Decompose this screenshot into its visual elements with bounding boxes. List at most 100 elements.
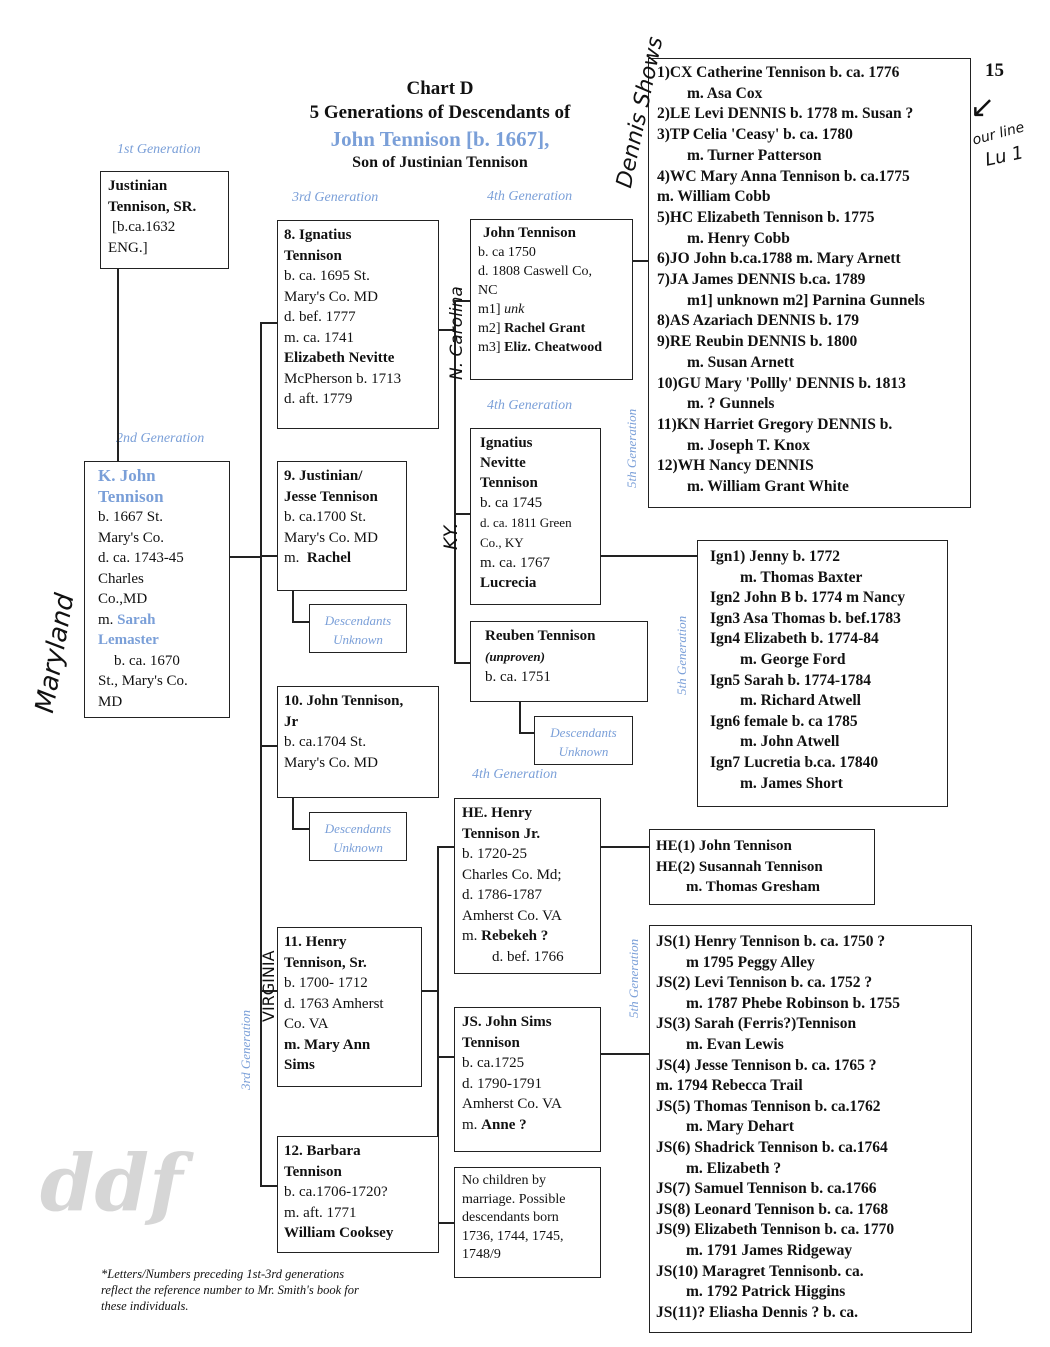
gen5-line: m. Joseph T. Knox xyxy=(687,436,811,454)
generation-label-1: 1st Generation xyxy=(117,142,201,157)
handwritten-arrow-icon: ↙ xyxy=(970,90,996,125)
gen4-line: m2] Rachel Grant xyxy=(478,321,586,336)
gen2-line: b. 1667 St. xyxy=(98,509,164,525)
gen3-line: b. ca.1704 St. xyxy=(284,734,367,750)
gen5-line: m. 1791 James Ridgeway xyxy=(686,1241,853,1259)
connector-reuben-unk xyxy=(519,701,521,732)
gen5-line: m. George Ford xyxy=(740,650,846,668)
gen5-line: 5)HC Elizabeth Tennison b. 1775 xyxy=(657,208,875,226)
gen5-line: m1] unknown m2] Parnina Gunnels xyxy=(687,291,925,309)
gen4-line: m3] Eliz. Cheatwood xyxy=(478,340,603,355)
watermark-ddf: ddf xyxy=(40,1138,183,1229)
gen5-henry-jr-children-box: HE(1) John Tennison HE(2) Susannah Tenni… xyxy=(649,829,875,905)
gen4-line: marriage. Possible xyxy=(462,1191,566,1207)
gen2-line: MD xyxy=(98,693,123,710)
gen5-line: m. James Short xyxy=(740,774,843,792)
gen5-line: m. Henry Cobb xyxy=(687,229,790,247)
gen5-line: 3)TP Celia 'Ceasy' b. ca. 1780 xyxy=(657,126,853,144)
descendants-unknown-reuben: Descendants Unknown xyxy=(534,716,633,765)
gen5-line: m. 1787 Phebe Robinson b. 1755 xyxy=(686,994,901,1012)
gen4-line: NC xyxy=(478,283,498,298)
connector-ign-ignatius xyxy=(454,513,470,515)
gen3-line: Tennison xyxy=(284,247,342,264)
descendants-unknown-9: Descendants Unknown xyxy=(309,604,407,653)
gen5-line: Ign3 Asa Thomas b. bef.1783 xyxy=(710,609,901,627)
gen3-line: b. ca.1706-1720? xyxy=(284,1184,388,1200)
connector-just-unk-h xyxy=(292,621,309,623)
gen2-line: St., Mary's Co. xyxy=(98,673,188,689)
gen4-john-sims-box: JS. John Sims Tennison b. ca.1725 d. 179… xyxy=(454,1007,601,1152)
connector-ign-john xyxy=(454,300,470,302)
gen3-line: Co. VA xyxy=(284,1016,329,1032)
connector-gen3-trunk xyxy=(260,322,262,1186)
connector-he-children xyxy=(601,846,649,848)
gen5-line: m. Thomas Gresham xyxy=(686,879,821,895)
gen5-line: 10)GU Mary 'Pollly' DENNIS b. 1813 xyxy=(657,374,906,392)
gen3-justinian-box: 9. Justinian/ Jesse Tennison b. ca.1700 … xyxy=(277,461,407,591)
connector-js-children xyxy=(601,1053,649,1055)
handwritten-virginia: VIRGINIA xyxy=(259,950,278,1022)
generation-label-5-c: 5th Generation xyxy=(626,938,641,1018)
gen2-m: m. xyxy=(98,611,114,628)
gen2-spouse: Lemaster xyxy=(98,632,159,648)
gen1-line: ENG.] xyxy=(108,239,148,256)
gen3-line: Jr xyxy=(284,713,299,730)
gen4-line: JS. John Sims xyxy=(462,1014,552,1030)
gen5-line: m. Evan Lewis xyxy=(686,1035,784,1053)
gen3-m: m. xyxy=(284,550,300,566)
gen4-line: (unproven) xyxy=(485,648,545,664)
gen4-line: Tennison Jr. xyxy=(462,825,541,842)
gen5-line: m. Asa Cox xyxy=(687,84,763,102)
gen5-line: m 1795 Peggy Alley xyxy=(686,953,815,971)
gen3-line: b. 1700- 1712 xyxy=(284,975,368,991)
gen4-line: Tennison xyxy=(462,1034,520,1051)
connector-ign-vertical xyxy=(454,300,456,663)
gen3-line: Mary's Co. MD xyxy=(284,288,378,305)
connector-ign-out xyxy=(438,329,455,331)
gen4-line: Ignatius xyxy=(480,435,533,451)
connector-ignatius-ign xyxy=(601,555,697,557)
generation-label-4-b: 4th Generation xyxy=(487,398,573,413)
gen3-line: Jesse Tennison xyxy=(284,488,378,505)
connector-just-unk xyxy=(292,590,294,621)
gen2-line: Charles xyxy=(98,570,144,587)
gen3-line: Mary's Co. MD xyxy=(284,529,378,546)
connector-gen3-11 xyxy=(260,990,277,992)
gen4-line: Amherst Co. VA xyxy=(462,1096,562,1112)
gen4-line: m. ca. 1767 xyxy=(480,555,550,571)
gen5-line: JS(6) Shadrick Tennison b. ca.1764 xyxy=(656,1138,888,1156)
connector-john-dennis xyxy=(633,260,648,262)
gen2-spouse: Sarah xyxy=(117,611,156,628)
gen4-line: Reuben Tennison xyxy=(485,628,596,644)
gen5-ignatius-children-box: Ign1) Jenny b. 1772 m. Thomas Baxter Ign… xyxy=(697,540,948,807)
gen2-line: Co.,MD xyxy=(98,591,148,607)
gen5-line: Ign2 John B b. 1774 m Nancy xyxy=(710,589,906,607)
gen3-line: 9. Justinian/ xyxy=(284,468,363,484)
handwritten-ky: KY. xyxy=(440,522,462,550)
gen5-line: 4)WC Mary Anna Tennison b. ca.1775 xyxy=(657,167,910,185)
gen3-line: Tennison xyxy=(284,1163,342,1180)
gen5-line: 8)AS Azariach DENNIS b. 179 xyxy=(657,312,859,330)
gen4-reuben-box: Reuben Tennison (unproven) b. ca. 1751 xyxy=(470,621,648,702)
connector-henry-nochild xyxy=(437,1222,454,1224)
gen4-line: d. ca. 1811 Green xyxy=(480,515,572,530)
gen1-line: Justinian xyxy=(108,178,168,194)
gen4-line: 1736, 1744, 1745, xyxy=(462,1228,564,1244)
gen2-line: d. ca. 1743-45 xyxy=(98,550,184,566)
gen4-line: HE. Henry xyxy=(462,805,532,821)
gen3-line: m. Mary Ann xyxy=(284,1036,371,1053)
gen4-no-children-box: No children by marriage. Possible descen… xyxy=(454,1167,601,1278)
gen4-line: b. ca 1745 xyxy=(480,495,543,511)
connector-john-unk xyxy=(292,797,294,828)
gen5-line: m. William Cobb xyxy=(657,188,771,206)
gen3-spouse: Rachel xyxy=(306,550,352,566)
gen4-line: m. Anne ? xyxy=(462,1116,527,1133)
chart-title: Chart D xyxy=(406,78,474,99)
handwritten-maryland: Maryland xyxy=(30,591,81,716)
gen5-line: Ign6 female b. ca 1785 xyxy=(710,712,858,730)
connector-henry-he xyxy=(437,846,454,848)
gen5-line: JS(3) Sarah (Ferris?)Tennison xyxy=(656,1015,857,1033)
connector-gen1-gen2 xyxy=(117,269,119,462)
gen4-line: b. ca. 1751 xyxy=(485,669,551,685)
gen3-line: d. bef. 1777 xyxy=(284,309,356,325)
